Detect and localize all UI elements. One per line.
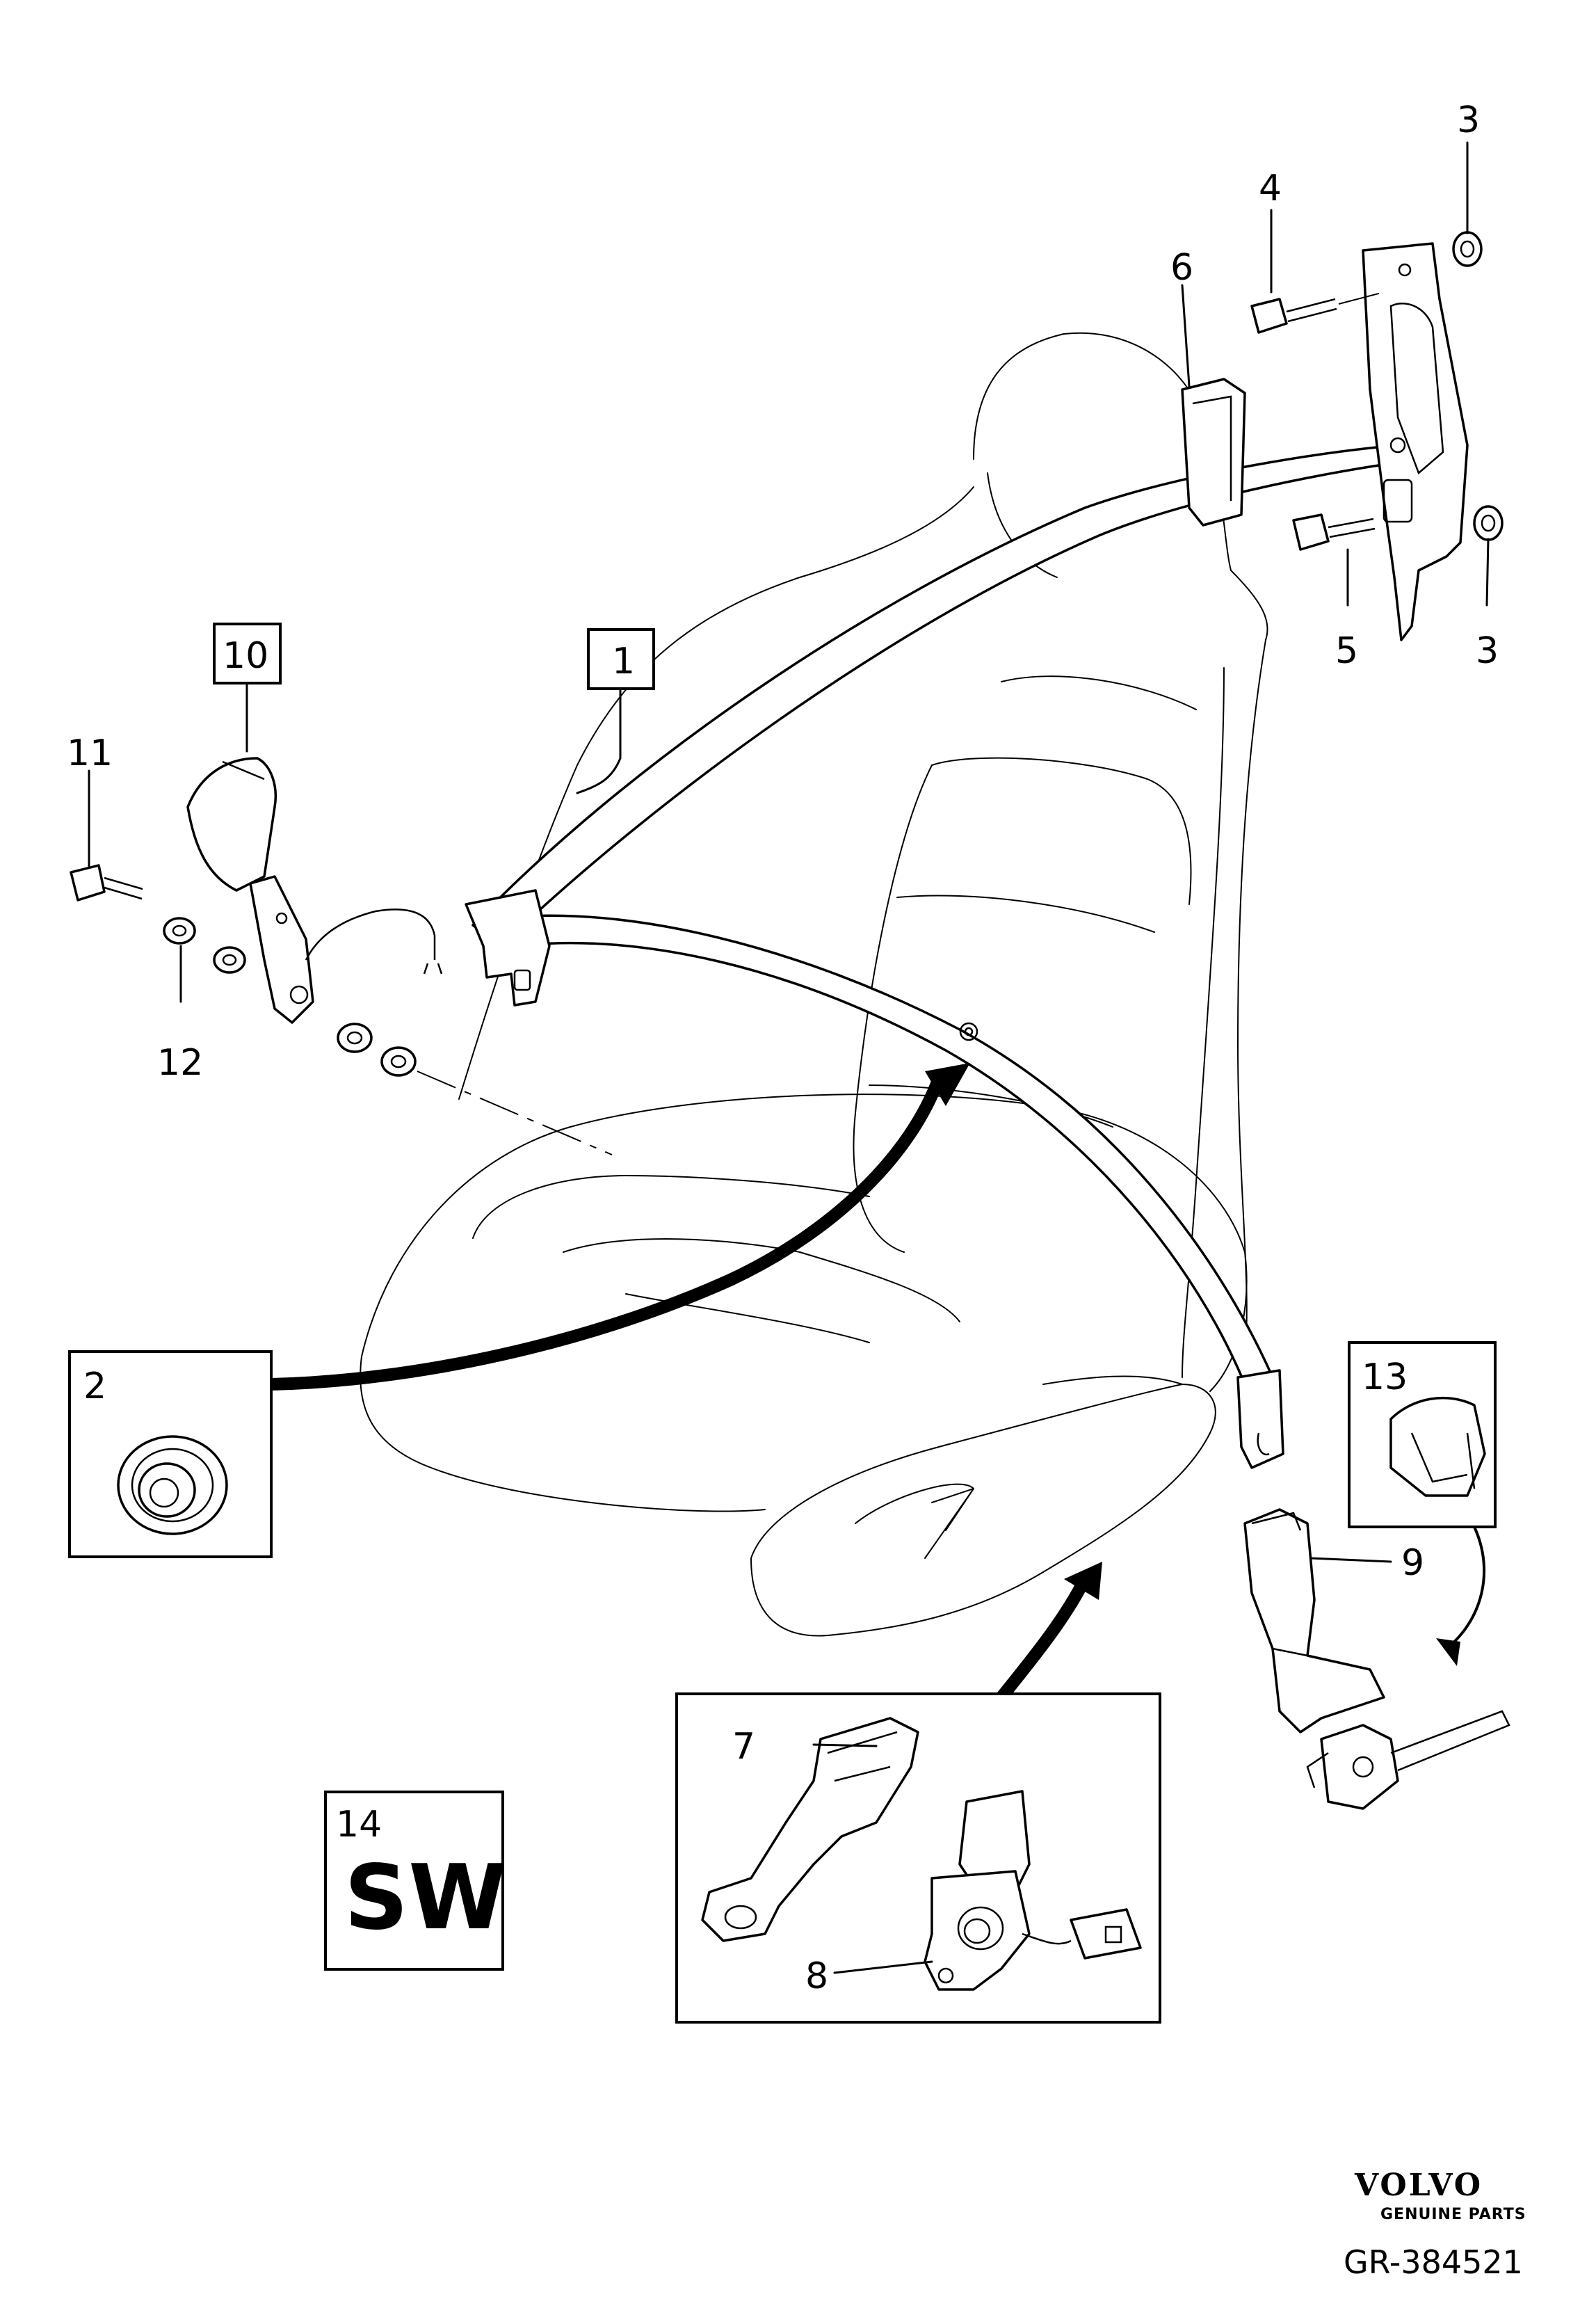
callout-labels: 1 3 4 6 5 3 10 11 12 2 13 9 7 8 14 [67,99,1499,1997]
part-13-box [1348,1341,1497,1528]
volvo-logo: VOLVO GENUINE PARTS [1354,2168,1526,2223]
upper-anchor-assembly [1181,231,1504,641]
seat-belt-webbing [465,444,1399,1469]
callout-box-10 [213,623,282,684]
callout-8: 8 [805,1955,828,1997]
callout-3-lower: 3 [1476,630,1499,672]
callout-9: 9 [1401,1542,1424,1584]
callout-1: 1 [612,641,635,682]
callout-13: 13 [1362,1356,1408,1398]
volvo-logo-text: VOLVO [1354,2168,1483,2203]
seat-outline [360,332,1268,1637]
callout-4: 4 [1259,168,1282,209]
callout-11: 11 [67,732,113,774]
part-9-buckle [1243,1508,1510,1810]
leader-lines [88,141,1490,1974]
callout-12: 12 [157,1042,203,1084]
callout-3-upper: 3 [1457,99,1480,141]
callout-14: 14 [336,1804,382,1845]
callout-6: 6 [1170,247,1193,289]
callout-5: 5 [1335,630,1358,672]
software-label: SW [344,1846,506,1950]
callout-7: 7 [732,1726,755,1768]
part-2-box [68,1063,970,1558]
callout-2: 2 [83,1366,106,1407]
buckle-assembly [70,757,613,1155]
callout-box-1 [587,628,655,690]
callout-10: 10 [223,635,268,677]
part-7-8-box [675,1562,1161,2024]
genuine-parts-text: GENUINE PARTS [1380,2206,1526,2223]
drawing-code: GR-384521 [1344,2243,1523,2281]
part-14-box [324,1791,504,1971]
